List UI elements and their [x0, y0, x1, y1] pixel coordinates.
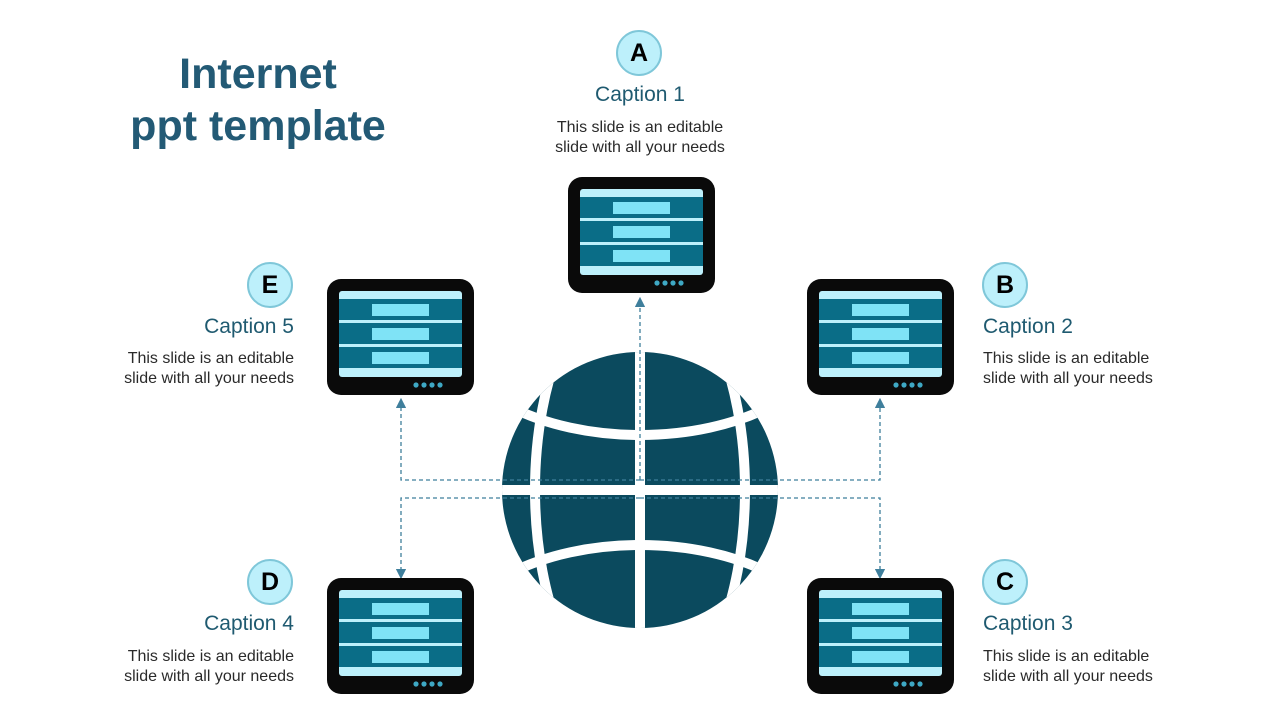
caption-5-text: This slide is an editable slide with all…: [54, 349, 294, 389]
server-icon-c: [807, 578, 954, 694]
caption-5-text-line-1: This slide is an editable: [127, 350, 294, 367]
caption-5-text-line-2: slide with all your needs: [124, 370, 294, 387]
connector-d: [395, 497, 640, 580]
badge-d: D: [247, 559, 293, 605]
caption-4: Caption 4: [204, 612, 294, 635]
caption-1-text: This slide is an editable slide with all…: [510, 118, 770, 158]
caption-3: Caption 3: [983, 612, 1073, 635]
badge-b: B: [982, 262, 1028, 308]
title-line-1: Internet: [179, 50, 337, 98]
caption-3-text-line-1: This slide is an editable: [983, 648, 1150, 665]
caption-5: Caption 5: [204, 315, 294, 338]
page-title: Internet ppt template: [100, 48, 416, 152]
server-icon-b: [807, 279, 954, 395]
badge-a: A: [616, 30, 662, 76]
caption-3-text-line-2: slide with all your needs: [983, 668, 1153, 685]
badge-c: C: [982, 559, 1028, 605]
caption-1: Caption 1: [595, 83, 685, 106]
caption-2-text: This slide is an editable slide with all…: [983, 349, 1223, 389]
caption-4-text-line-1: This slide is an editable: [127, 648, 294, 665]
connector-c: [640, 497, 886, 580]
title-line-2: ppt template: [130, 102, 386, 150]
caption-3-text: This slide is an editable slide with all…: [983, 647, 1223, 687]
connector-b: [640, 397, 886, 481]
caption-4-text: This slide is an editable slide with all…: [54, 647, 294, 687]
caption-2: Caption 2: [983, 315, 1073, 338]
caption-1-text-line-1: This slide is an editable: [556, 119, 724, 136]
caption-2-text-line-2: slide with all your needs: [983, 370, 1153, 387]
connector-e: [395, 397, 640, 481]
server-icon-e: [327, 279, 474, 395]
caption-4-text-line-2: slide with all your needs: [124, 668, 294, 685]
caption-1-text-line-2: slide with all your needs: [555, 139, 725, 156]
connectors: [395, 296, 886, 580]
server-icon-d: [327, 578, 474, 694]
caption-2-text-line-1: This slide is an editable: [983, 350, 1150, 367]
badge-e: E: [247, 262, 293, 308]
server-icon-a: [568, 177, 715, 293]
